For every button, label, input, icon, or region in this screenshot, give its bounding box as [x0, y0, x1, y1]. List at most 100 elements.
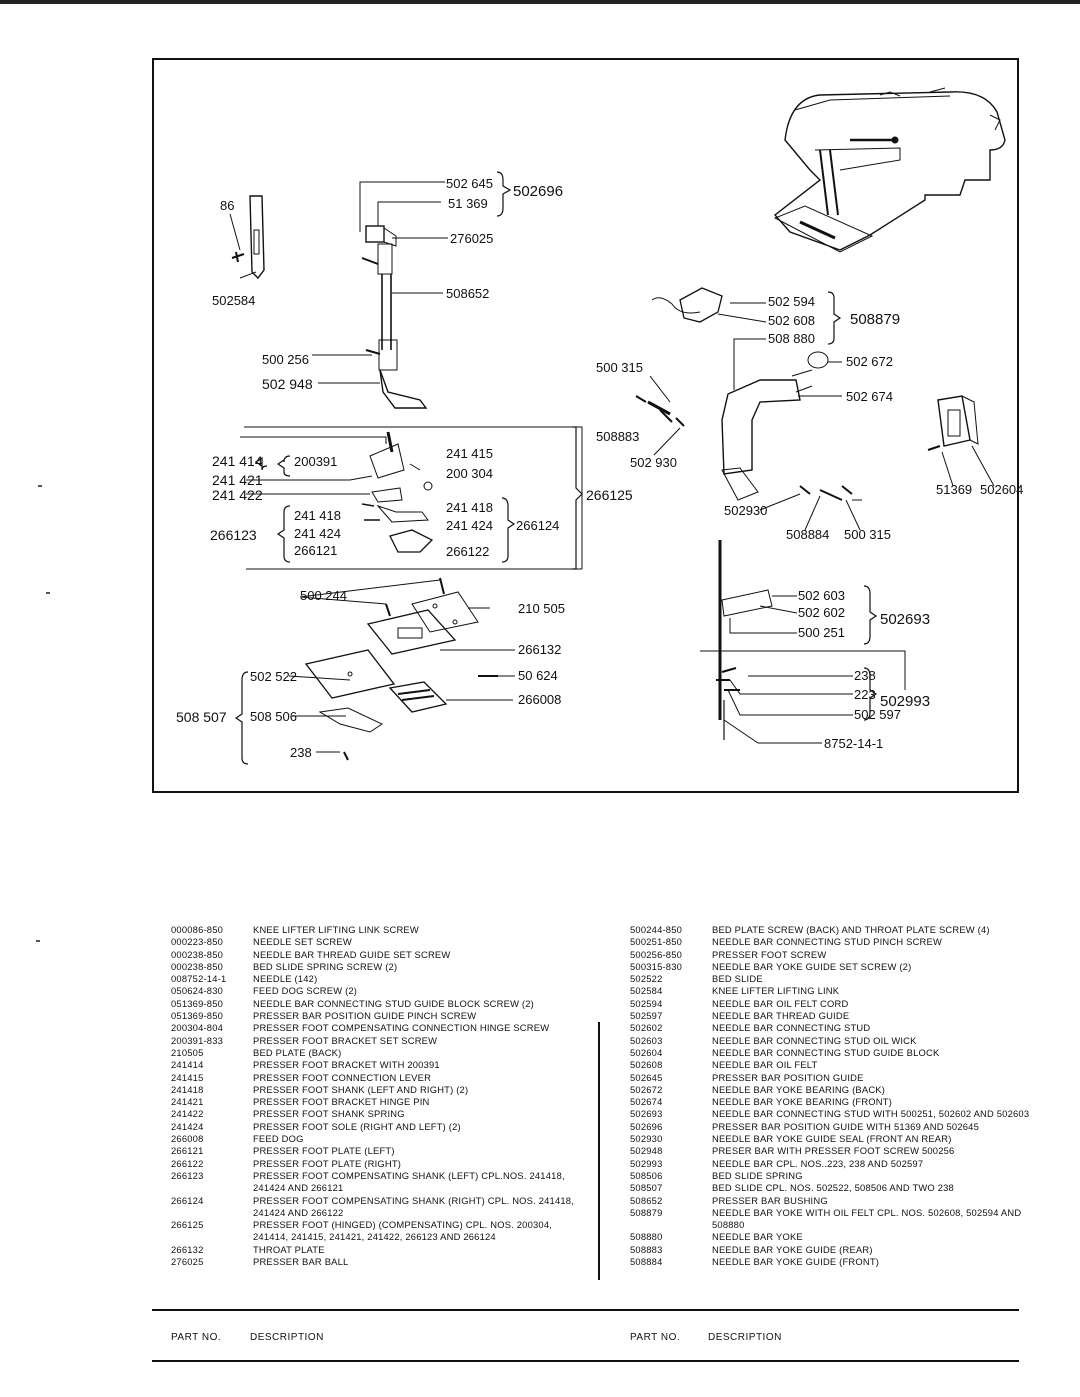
part-description: Bed slide cpl. nos. 502522, 508506 and t…: [712, 1182, 954, 1194]
part-description: Bed plate (back): [253, 1046, 342, 1058]
sewing-machine-illustration: [773, 87, 1006, 253]
part-number: 502993: [630, 1157, 663, 1169]
label-508883: 508883: [596, 429, 639, 444]
part-number: 508880: [630, 1231, 663, 1243]
part-number: 508884: [630, 1256, 663, 1268]
part-number: 508879: [630, 1206, 663, 1218]
label-502674: 502 674: [846, 389, 893, 404]
part-number: 502693: [630, 1108, 663, 1120]
part-description: Presser foot plate (left): [253, 1145, 395, 1157]
part-row: 502604 Needle bar connecting stud guide b…: [630, 1047, 1040, 1059]
part-description: Presser bar ball: [253, 1256, 349, 1268]
part-row: 241414Presser foot bracket with 200391: [171, 1059, 591, 1071]
part-row: 266122Presser foot plate (right): [171, 1158, 591, 1170]
footer-rule-top: [152, 1309, 1019, 1311]
part-row: 502608Needle bar oil felt: [630, 1059, 1040, 1071]
part-number: 508883: [630, 1243, 663, 1255]
part-row: 502696 Presser bar position guide with 51…: [630, 1121, 1040, 1133]
part-description: Presser foot (hinged) (compensating) cpl…: [253, 1219, 553, 1243]
part-number: 000238-850: [171, 960, 224, 972]
label-241422: 241 422: [212, 487, 263, 503]
part-description: Bed slide: [712, 973, 763, 985]
part-row: 241424Presser foot sole (right and left)…: [171, 1121, 591, 1133]
part-number: 051369-850: [171, 1010, 224, 1022]
part-number: 502604: [630, 1046, 663, 1058]
part-row: 502948Preser bar with presser foot screw…: [630, 1145, 1040, 1157]
part-row: 502597Needle bar thread guide: [630, 1010, 1040, 1022]
part-row: 500251-850Needle bar connecting stud pin…: [630, 936, 1040, 948]
part-row: 502603Needle bar connecting stud oil wic…: [630, 1035, 1040, 1047]
needle-bar-illustration: [716, 540, 773, 740]
label-502693: 502693: [880, 611, 930, 628]
part-description: Needle bar yoke with oil felt cpl. nos. …: [712, 1206, 1022, 1231]
part-number: 266123: [171, 1169, 204, 1181]
part-description: Needle bar thread guide: [712, 1010, 850, 1022]
part-description: Needle set screw: [253, 936, 352, 948]
label-210505: 210 505: [518, 601, 565, 616]
footer-part-no-left: PART NO.: [171, 1332, 222, 1343]
part-description: Presser bar position guide with 51369 an…: [712, 1120, 979, 1132]
part-row: 266125 Presser foot (hinged) (compensatin…: [171, 1219, 591, 1244]
part-row: 051369-850Needle bar connecting stud gui…: [171, 998, 591, 1010]
label-500315-front: 500 315: [844, 527, 891, 542]
part-number: 502948: [630, 1145, 663, 1157]
label-502608: 502 608: [768, 313, 815, 328]
part-number: 241418: [171, 1083, 204, 1095]
part-number: 502522: [630, 973, 663, 985]
part-number: 241424: [171, 1120, 204, 1132]
part-number: 508506: [630, 1169, 663, 1181]
column-divider: [598, 1022, 600, 1280]
part-description: Presser foot bracket set screw: [253, 1034, 438, 1046]
label-241414: 241 414: [212, 453, 263, 469]
label-241418-left: 241 418: [294, 508, 341, 523]
footer-description-left: DESCRIPTION: [250, 1332, 324, 1343]
label-502993: 502993: [880, 693, 930, 710]
part-row: 210505 Bed plate (back): [171, 1047, 591, 1059]
part-description: Needle bar connecting stud guide block: [712, 1046, 940, 1058]
label-86: 86: [220, 198, 234, 213]
part-row: 508652Presser bar bushing: [630, 1195, 1040, 1207]
label-502603: 502 603: [798, 588, 845, 603]
footer-part-no-right: PART NO.: [630, 1332, 681, 1343]
part-number: 266124: [171, 1194, 204, 1206]
part-row: 241418Presser foot shank (left and right…: [171, 1084, 591, 1096]
part-number: 502674: [630, 1096, 663, 1108]
label-266008: 266008: [518, 692, 561, 707]
part-row: 502602Needle bar connecting stud: [630, 1022, 1040, 1034]
part-row: 508507Bed slide cpl. nos. 502522, 508506…: [630, 1182, 1040, 1194]
part-row: 508884Needle bar yoke guide (front): [630, 1256, 1040, 1268]
leader-lines: [229, 181, 995, 753]
part-number: 266125: [171, 1219, 204, 1231]
scan-mark: [38, 485, 42, 487]
part-row: 266121Presser foot plate (left): [171, 1145, 591, 1157]
part-number: 000238-850: [171, 948, 224, 960]
part-number: 502594: [630, 997, 663, 1009]
part-number: 502696: [630, 1120, 663, 1132]
label-500315: 500 315: [596, 360, 643, 375]
part-row: 502993Needle bar cpl. nos..223, 238 and …: [630, 1158, 1040, 1170]
part-number: 000223-850: [171, 936, 224, 948]
part-row: 051369-850Presser bar position guide pin…: [171, 1010, 591, 1022]
part-row: 502672Needle bar yoke bearing (back): [630, 1084, 1040, 1096]
label-502930: 502 930: [630, 455, 677, 470]
label-502948: 502 948: [262, 376, 313, 392]
label-241424-right: 241 424: [446, 518, 493, 533]
part-row: 200391-833Presser foot bracket set screw: [171, 1035, 591, 1047]
part-row: 502645Presser bar position guide: [630, 1072, 1040, 1084]
part-number: 241422: [171, 1108, 204, 1120]
part-row: 200304-804Presser foot compensating conn…: [171, 1022, 591, 1034]
label-266125: 266125: [586, 487, 633, 503]
part-number: 500251-850: [630, 936, 683, 948]
label-238-needle: 238: [854, 668, 876, 683]
part-description: Presser foot plate (right): [253, 1157, 402, 1169]
label-502597: 502 597: [854, 707, 901, 722]
part-number: 502584: [630, 985, 663, 997]
diagram-frame: [152, 58, 1019, 793]
part-description: Knee lifter lifting link: [712, 985, 840, 997]
part-description: Needle bar connecting stud guide block s…: [253, 997, 534, 1009]
part-number: 210505: [171, 1046, 204, 1058]
part-number: 500244-850: [630, 924, 683, 935]
part-row: 241415Presser foot connection lever: [171, 1072, 591, 1084]
part-row: 502693Needle bar connecting stud with 50…: [630, 1108, 1040, 1120]
part-description: Throat plate: [253, 1243, 325, 1255]
